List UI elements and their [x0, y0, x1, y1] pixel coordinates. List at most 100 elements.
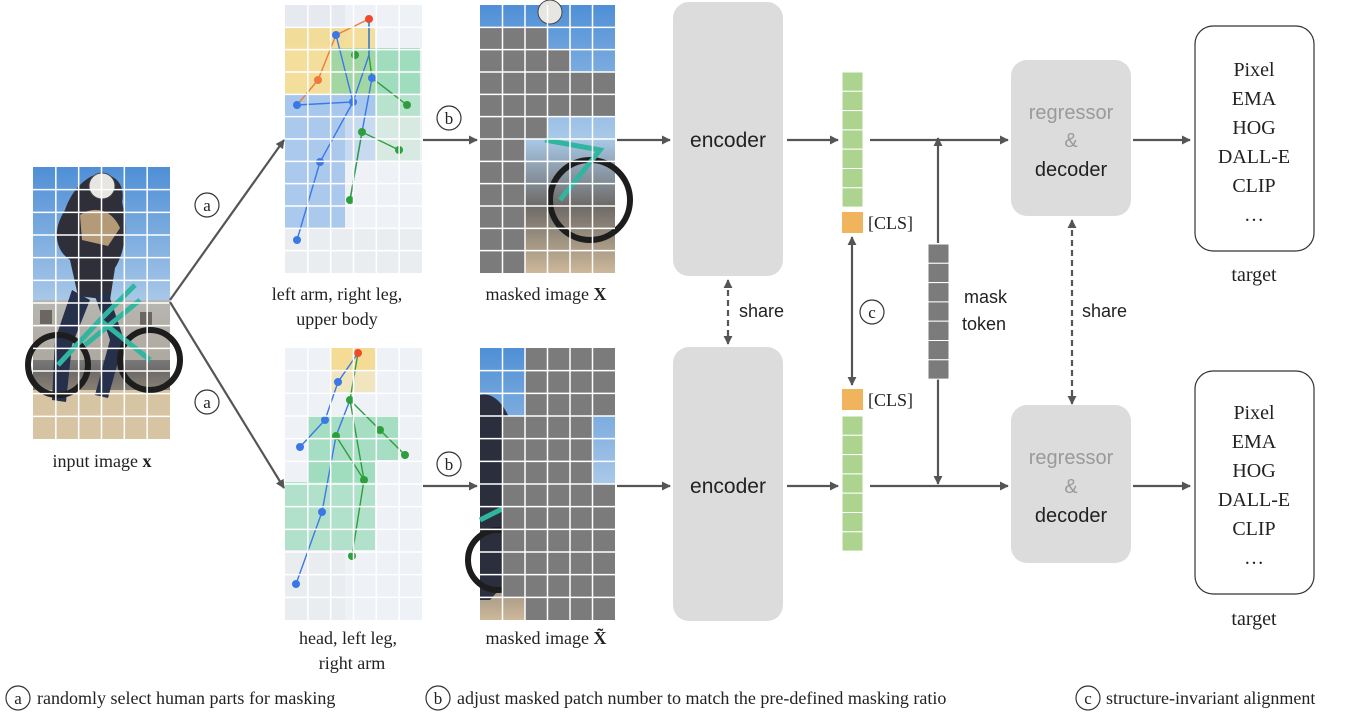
masked-patch — [480, 116, 503, 139]
target-item: … — [1244, 204, 1264, 226]
masked-patch — [570, 348, 593, 371]
token-cell — [841, 415, 864, 436]
masked-patch — [592, 348, 615, 371]
token-cell — [841, 473, 864, 494]
input-image-grid — [33, 167, 170, 439]
caption-bottom-parts-1: head, left leg, — [299, 628, 397, 648]
masked-patch — [570, 597, 593, 620]
masked-patch — [592, 94, 615, 117]
masked-patch — [592, 72, 615, 95]
masked-patch — [570, 393, 593, 416]
marker-a-top-label: a — [203, 196, 211, 215]
masked-patch — [525, 27, 548, 50]
legend-text-b: adjust masked patch number to match the … — [457, 688, 946, 708]
masked-patch — [480, 161, 503, 184]
mask-token-label-line2: token — [962, 314, 1006, 334]
legend-marker-b — [425, 685, 451, 711]
masked-patch — [547, 416, 570, 439]
masked-patch — [547, 461, 570, 484]
masked-patch — [502, 416, 525, 439]
caption-masked-bottom: masked image X̃ — [486, 628, 607, 648]
decoder-top-amp: & — [1064, 130, 1078, 152]
decoder-bottom-decoder: decoder — [1035, 505, 1108, 527]
masked-patch — [570, 94, 593, 117]
decoder-top-regressor: regressor — [1029, 102, 1114, 124]
masked-patch — [570, 484, 593, 507]
masked-patch — [592, 370, 615, 394]
token-cell — [841, 168, 864, 189]
masked-patch — [502, 552, 525, 575]
legend-marker-b-label: b — [434, 689, 443, 708]
masked-patch — [570, 438, 593, 462]
cls-token-bottom — [842, 389, 863, 410]
share-decoder-label: share — [1082, 301, 1127, 321]
masked-patch — [502, 228, 525, 251]
target-item: … — [1244, 547, 1264, 569]
masked-patch — [592, 597, 615, 620]
token-cell — [927, 320, 950, 342]
masked-patch — [547, 597, 570, 620]
masked-image-bottom-grid — [480, 348, 615, 620]
masked-patch — [480, 49, 503, 72]
token-cell — [841, 129, 864, 150]
encoder-bottom-box — [673, 347, 783, 621]
target-item: Pixel — [1233, 402, 1275, 424]
masked-patch — [502, 438, 525, 462]
caption-masked-top: masked image X — [486, 284, 607, 304]
masked-patch — [547, 393, 570, 416]
target-item: CLIP — [1232, 518, 1275, 540]
arrow-input-to-bottom — [169, 301, 285, 489]
token-cell — [927, 282, 950, 303]
masked-patch — [592, 484, 615, 507]
masked-patch — [502, 461, 525, 484]
token-cell — [841, 454, 864, 475]
marker-b-top-label: b — [445, 109, 454, 128]
masked-patch — [502, 506, 525, 530]
target-top-list: PixelEMAHOGDALL-ECLIP… — [1218, 59, 1290, 226]
masked-patch — [570, 506, 593, 530]
legend-text-c: structure-invariant alignment — [1106, 688, 1315, 708]
masked-patch — [592, 529, 615, 552]
decoder-bottom-regressor: regressor — [1029, 447, 1114, 469]
masked-patch — [502, 529, 525, 552]
target-item: CLIP — [1232, 175, 1275, 197]
masked-patch — [547, 49, 570, 72]
share-encoder-label: share — [739, 301, 784, 321]
masked-patch — [502, 183, 525, 206]
token-cell — [841, 110, 864, 131]
legend-text-a: randomly select human parts for masking — [37, 688, 335, 708]
masked-patch — [525, 94, 548, 117]
token-cell — [927, 243, 950, 264]
target-item: EMA — [1232, 88, 1277, 110]
masked-patch — [502, 161, 525, 184]
masked-patch — [592, 552, 615, 575]
token-cell — [841, 90, 864, 112]
bottom-part-selection-grid — [285, 348, 422, 620]
masked-patch — [480, 228, 503, 251]
masked-patch — [547, 72, 570, 95]
masked-patch — [547, 94, 570, 117]
target-item: EMA — [1232, 431, 1277, 453]
legend-marker-c — [1075, 685, 1101, 711]
masked-patch — [547, 529, 570, 552]
masked-patch — [480, 139, 503, 162]
mask-token-label-line1: mask — [964, 287, 1008, 307]
token-cell — [927, 340, 950, 361]
masked-image-top-grid — [480, 5, 615, 273]
marker-b-bottom-label: b — [445, 455, 454, 474]
token-cell — [841, 187, 864, 208]
masked-patch — [547, 438, 570, 462]
masked-patch — [502, 139, 525, 162]
legend-marker-a — [5, 685, 31, 711]
target-item: Pixel — [1233, 59, 1275, 81]
top-part-selection-grid — [285, 5, 422, 273]
cls-label-top: [CLS] — [868, 213, 913, 233]
legend-marker-a-label: a — [14, 689, 22, 708]
target-item: DALL-E — [1218, 489, 1290, 511]
decoder-bottom-amp: & — [1064, 476, 1078, 498]
marker-b-bottom — [436, 451, 462, 477]
target-item: HOG — [1232, 117, 1275, 139]
decoder-top-box — [1011, 60, 1131, 216]
token-cell — [841, 531, 864, 552]
masked-patch — [547, 506, 570, 530]
